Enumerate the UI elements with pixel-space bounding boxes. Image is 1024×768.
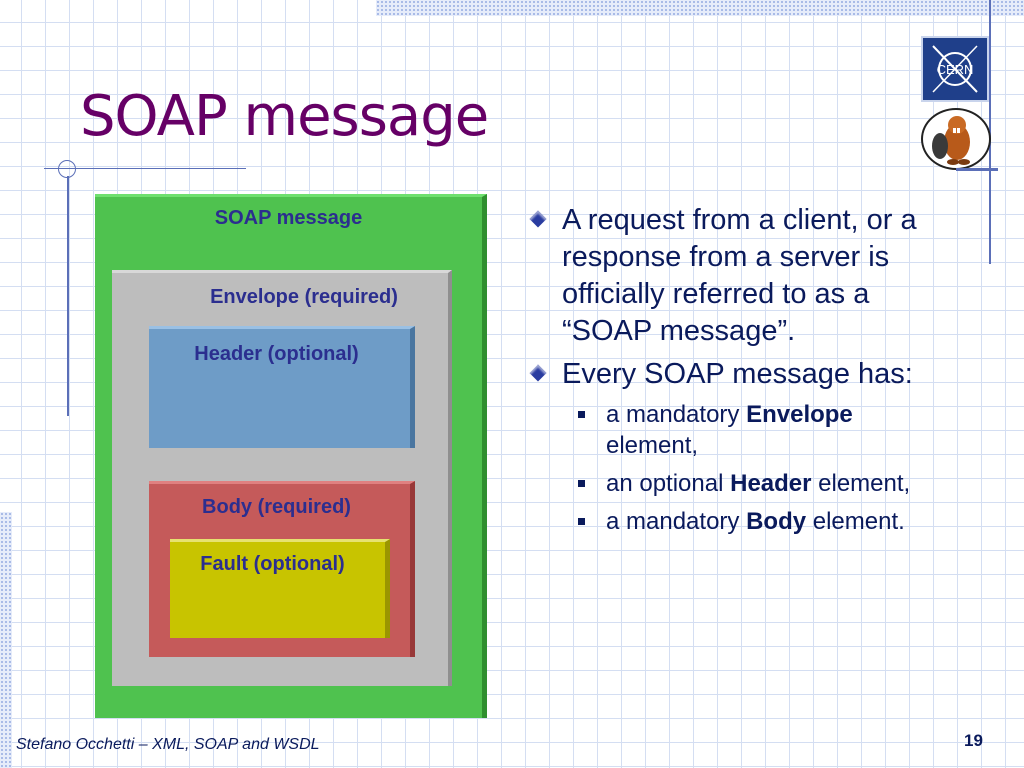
sub-bullet-text-suffix: element, xyxy=(811,470,911,497)
diamond-bullet-icon xyxy=(529,210,547,228)
header-box: Header (optional) xyxy=(149,326,415,448)
slide-title: SOAP message xyxy=(80,84,489,149)
decorative-vertical-line-left xyxy=(67,176,69,416)
sub-bullet-text-prefix: an optional xyxy=(606,470,731,497)
header-label: Header (optional) xyxy=(194,343,359,365)
bullet-item: A request from a client, or a response f… xyxy=(522,202,922,350)
sub-bullet-item: a mandatory Envelope element, xyxy=(522,399,922,461)
sub-bullet-keyword: Header xyxy=(730,470,812,497)
fault-box: Fault (optional) xyxy=(170,539,390,638)
cern-logo-text: CERN xyxy=(937,62,974,77)
envelope-label: Envelope (required) xyxy=(210,286,398,308)
decorative-circle xyxy=(58,160,76,178)
diamond-bullet-icon xyxy=(529,364,547,382)
sub-bullet-text-prefix: a mandatory xyxy=(606,401,747,428)
sub-bullet-keyword: Envelope xyxy=(746,401,853,428)
bullet-text: Every SOAP message has: xyxy=(562,358,913,390)
beaver-mascot-icon xyxy=(921,108,991,170)
decorative-dot-band-top xyxy=(376,0,1024,16)
sub-bullet-item: a mandatory Body element. xyxy=(522,506,922,537)
sub-bullet-text-prefix: a mandatory xyxy=(606,508,747,535)
bullet-text: A request from a client, or a response f… xyxy=(562,204,917,347)
decorative-dot-band-left xyxy=(0,512,12,768)
logo-underline xyxy=(956,168,998,171)
bullet-item: Every SOAP message has: xyxy=(522,356,922,393)
slide-footer: Stefano Occhetti – XML, SOAP and WSDL xyxy=(16,736,320,753)
soap-message-label: SOAP message xyxy=(214,207,363,229)
square-bullet-icon xyxy=(578,518,585,525)
cern-logo: CERN xyxy=(921,36,989,102)
square-bullet-icon xyxy=(578,480,585,487)
sub-bullet-text-suffix: element, xyxy=(606,432,699,459)
page-number: 19 xyxy=(964,731,983,750)
fault-label: Fault (optional) xyxy=(200,553,345,575)
decorative-horizontal-line xyxy=(44,168,246,169)
body-label: Body (required) xyxy=(202,496,351,518)
square-bullet-icon xyxy=(578,411,585,418)
sub-bullet-item: an optional Header element, xyxy=(522,468,922,499)
bullet-list: A request from a client, or a response f… xyxy=(522,202,922,544)
sub-bullet-text-suffix: element. xyxy=(806,508,905,535)
sub-bullet-keyword: Body xyxy=(746,508,807,535)
